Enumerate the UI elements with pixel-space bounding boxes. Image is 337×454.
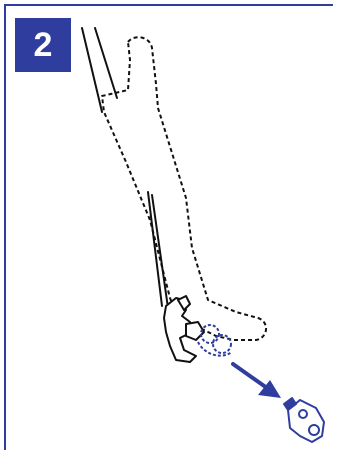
- cleat-icon: [284, 398, 324, 442]
- leg-outline: [102, 37, 266, 340]
- arrow-down-right-icon: [233, 364, 281, 398]
- pedal-mechanism: [164, 296, 204, 362]
